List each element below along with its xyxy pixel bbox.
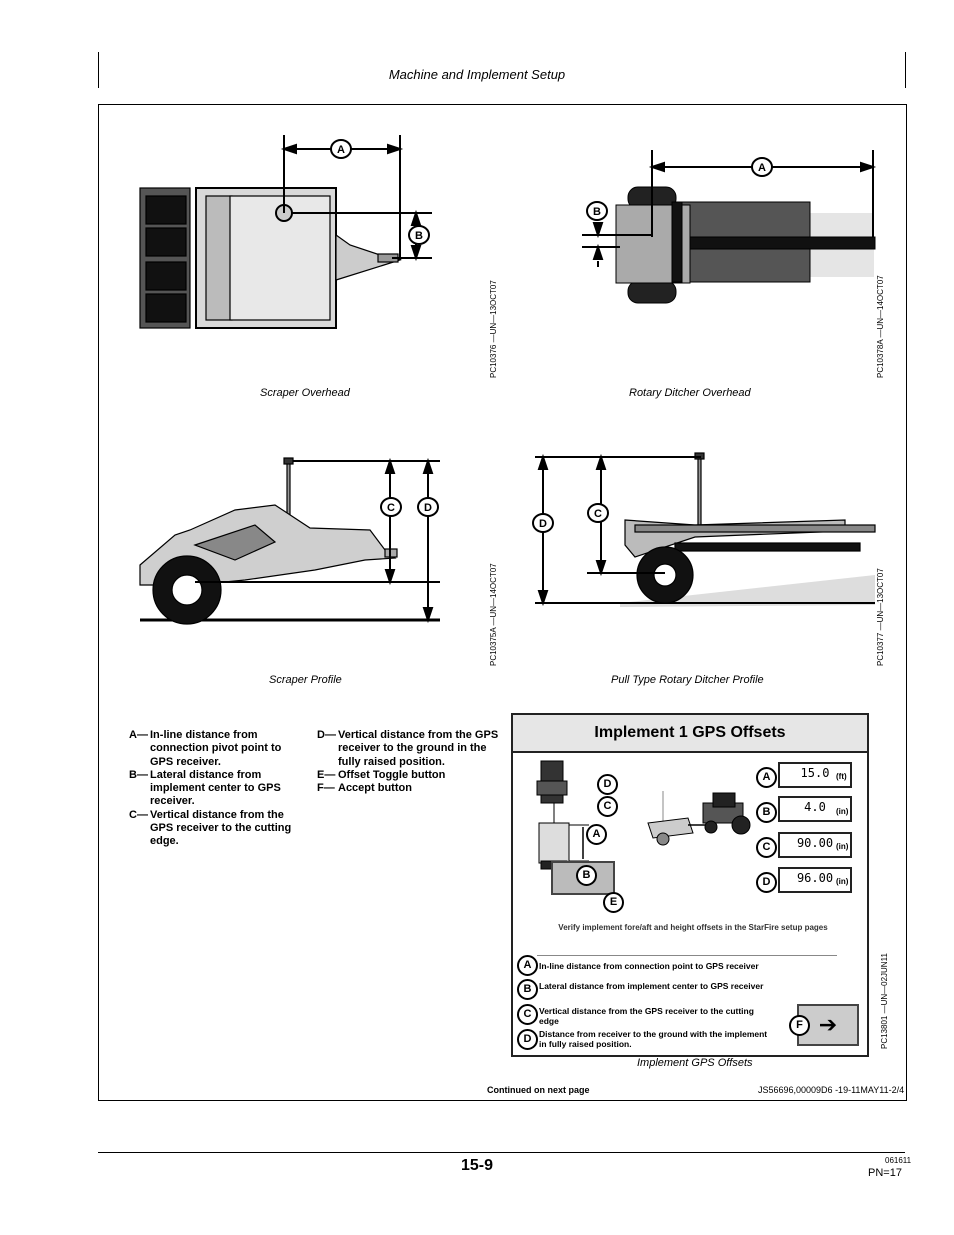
definitions-right: D— Vertical distance from the GPS receiv… — [317, 729, 499, 795]
field-d-callout: D — [756, 872, 777, 893]
screen-callout-f: F — [789, 1015, 810, 1036]
callout-a: A — [330, 139, 352, 159]
legend-a-text: In-line distance from connection point t… — [539, 961, 759, 971]
svg-text:D: D — [539, 518, 547, 530]
ditcher-profile-diagram: C D — [532, 452, 876, 607]
definition-e: E— Offset Toggle button — [317, 768, 446, 781]
callout-d: D — [417, 497, 439, 517]
image-id-scraper-profile: PC10375A —UN—14OCT07 — [489, 563, 498, 666]
callout-b: B — [408, 225, 430, 245]
definition-b: B— Lateral distance from implement cente… — [129, 768, 281, 808]
accept-button[interactable]: ➔ — [797, 1004, 859, 1046]
scraper-overhead-diagram: A B — [139, 135, 432, 329]
caption-rotary-overhead: Rotary Ditcher Overhead — [629, 387, 751, 399]
unit-b: (in) — [836, 807, 849, 816]
image-id-gps-offsets: PC13801 —UN—02JUN11 — [880, 953, 889, 1049]
caption-ditcher-profile: Pull Type Rotary Ditcher Profile — [611, 674, 764, 686]
image-id-ditcher-profile: PC10377 —UN—13OCT07 — [876, 568, 885, 666]
offset-field-b[interactable]: 4.0 — [778, 796, 852, 822]
rotary-ditcher-overhead-diagram: A B — [582, 150, 877, 304]
screen-callout-e: E — [603, 892, 624, 913]
legend-b-letter: B — [517, 979, 538, 1000]
legend-c-letter: C — [517, 1004, 538, 1025]
callout-d: D — [532, 513, 554, 533]
svg-text:B: B — [593, 206, 601, 218]
image-id-rotary-overhead: PC10378A —UN—14OCT07 — [876, 275, 885, 378]
svg-text:C: C — [594, 508, 602, 520]
caption-scraper-profile: Scraper Profile — [269, 674, 342, 686]
field-b-callout: B — [756, 802, 777, 823]
svg-text:B: B — [415, 230, 423, 242]
callout-a: A — [751, 157, 773, 177]
footer-rule — [98, 1152, 905, 1153]
offset-field-d[interactable]: 96.00 — [778, 867, 852, 893]
scraper-profile-diagram: C D — [139, 457, 440, 625]
screen-title: Implement 1 GPS Offsets — [513, 715, 867, 753]
callout-b: B — [586, 201, 608, 221]
screen-divider — [537, 955, 837, 956]
definitions-left: A— In-line distance from connection pivo… — [129, 729, 307, 849]
screen-callout-c: C — [597, 796, 618, 817]
field-c-callout: C — [756, 837, 777, 858]
legend-d-text: Distance from receiver to the ground wit… — [539, 1029, 768, 1049]
callout-c: C — [380, 497, 402, 517]
gps-offsets-screen: Implement 1 GPS Offsets ⟲ D C A B E A 15… — [511, 713, 869, 1057]
definition-c: C— Vertical distance from the GPS receiv… — [129, 808, 292, 848]
image-id-scraper-overhead: PC10376 —UN—13OCT07 — [489, 280, 498, 378]
callout-c: C — [587, 503, 609, 523]
unit-a: (ft) — [836, 772, 847, 781]
definition-f: F— Accept button — [317, 782, 412, 795]
legend-b-text: Lateral distance from implement center t… — [539, 981, 764, 991]
screen-diagram — [536, 760, 751, 870]
legend-c-text: Vertical distance from the GPS receiver … — [539, 1006, 754, 1026]
verify-note: Verify implement fore/aft and height off… — [558, 923, 828, 932]
screen-callout-d: D — [597, 774, 618, 795]
definition-a: A— In-line distance from connection pivo… — [129, 729, 282, 768]
unit-c: (in) — [836, 842, 849, 851]
section-title: Machine and Implement Setup — [388, 67, 566, 82]
legend-d-letter: D — [517, 1029, 538, 1050]
footer-code: 061611 — [885, 1156, 912, 1165]
svg-text:A: A — [337, 144, 345, 156]
continued-note: Continued on next page — [487, 1085, 590, 1095]
accept-arrow-icon: ➔ — [818, 1012, 838, 1037]
svg-text:D: D — [424, 502, 432, 514]
pn-label: PN=17 — [868, 1167, 902, 1179]
page-number: 15-9 — [460, 1157, 494, 1174]
offset-field-c[interactable]: 90.00 — [778, 832, 852, 858]
reference-code: JS56696,00009D6 -19-11MAY11-2/4 — [758, 1085, 905, 1095]
definition-d: D— Vertical distance from the GPS receiv… — [317, 729, 499, 768]
offset-field-a[interactable]: 15.0 — [778, 762, 852, 788]
caption-scraper-overhead: Scraper Overhead — [260, 387, 350, 399]
caption-gps-offsets: Implement GPS Offsets — [637, 1057, 753, 1069]
field-a-callout: A — [756, 767, 777, 788]
svg-text:A: A — [758, 162, 766, 174]
svg-text:C: C — [387, 502, 395, 514]
content-frame — [98, 104, 907, 1101]
legend-a-letter: A — [517, 955, 538, 976]
unit-d: (in) — [836, 877, 849, 886]
screen-callout-a: A — [586, 824, 607, 845]
screen-callout-b: B — [576, 865, 597, 886]
header-frame — [98, 52, 906, 88]
